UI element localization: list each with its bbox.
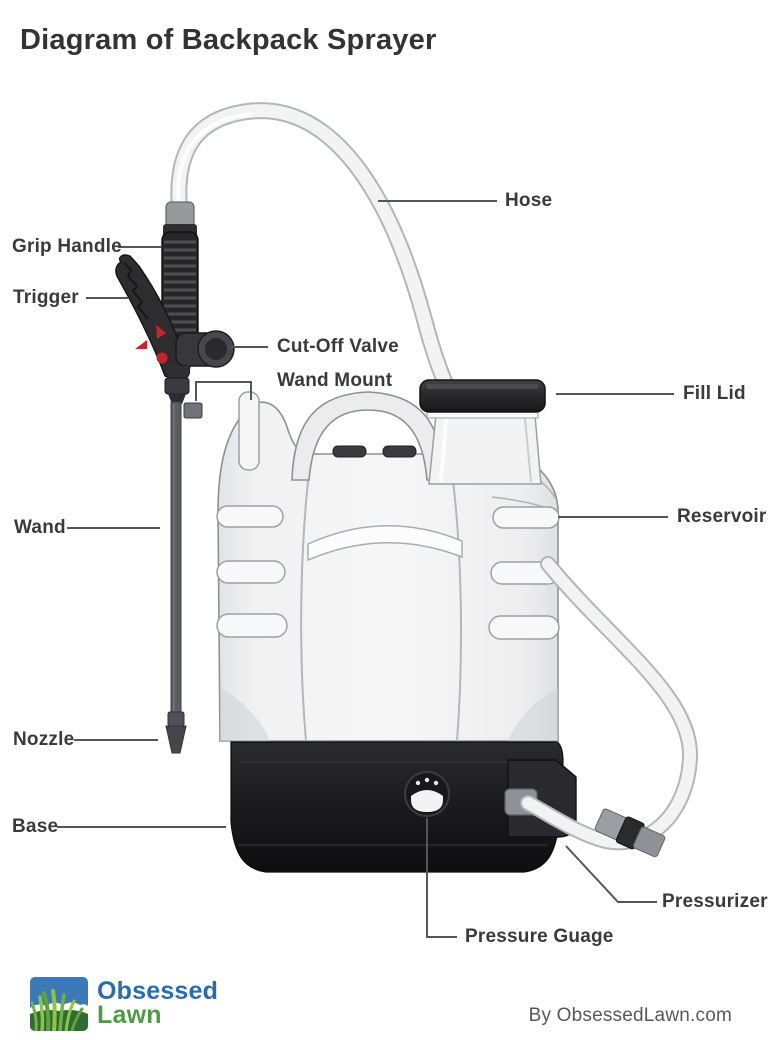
label-hose: Hose bbox=[505, 190, 553, 211]
fill-lid bbox=[419, 379, 546, 485]
logo-word-obsessed: Obsessed bbox=[97, 977, 219, 1005]
wand-coupler bbox=[165, 366, 191, 380]
leader-pressurizer bbox=[565, 845, 657, 903]
label-reservoir: Reservoir bbox=[677, 506, 767, 527]
vent-slot bbox=[382, 445, 417, 458]
trigger-arrow bbox=[135, 340, 147, 349]
label-grip-handle: Grip Handle bbox=[12, 236, 122, 257]
hose-coupling bbox=[594, 808, 666, 858]
label-pressure-gauge: Pressure Guage bbox=[465, 926, 614, 947]
grip-handle bbox=[161, 231, 199, 347]
logo: Obsessed Lawn bbox=[30, 977, 218, 1031]
label-wand-mount: Wand Mount bbox=[277, 370, 393, 391]
logo-wordmark: Obsessed Lawn bbox=[97, 977, 219, 1029]
label-fill-lid: Fill Lid bbox=[683, 383, 746, 404]
leader-wand-mount bbox=[195, 381, 252, 401]
vent-slot bbox=[332, 445, 367, 458]
leader-pressure-gauge bbox=[426, 818, 457, 938]
lawn-grass-icon bbox=[30, 977, 88, 1031]
pressure-gauge bbox=[404, 771, 450, 817]
wand-assembly bbox=[115, 201, 235, 754]
nozzle bbox=[165, 711, 187, 754]
wand-coupler-collar bbox=[164, 377, 190, 395]
hose bbox=[170, 102, 461, 407]
label-nozzle: Nozzle bbox=[13, 729, 75, 750]
label-cut-off-valve: Cut-Off Valve bbox=[277, 336, 399, 357]
cut-off-valve bbox=[175, 330, 235, 368]
trigger-arrow bbox=[156, 325, 166, 339]
trigger-dot bbox=[156, 352, 168, 364]
base bbox=[230, 741, 564, 873]
label-trigger: Trigger bbox=[13, 287, 79, 308]
wand-clip bbox=[183, 402, 203, 419]
logo-word-lawn: Lawn bbox=[97, 1001, 162, 1029]
byline: By ObsessedLawn.com bbox=[528, 1005, 732, 1026]
label-wand: Wand bbox=[14, 517, 66, 538]
label-base: Base bbox=[12, 816, 59, 837]
wand bbox=[170, 401, 182, 717]
label-pressurizer: Pressurizer bbox=[662, 891, 768, 912]
trigger bbox=[115, 254, 191, 382]
wand-mount-peg bbox=[238, 391, 260, 471]
page-title: Diagram of Backpack Sprayer bbox=[20, 24, 437, 56]
hose-lower bbox=[520, 556, 699, 858]
leader-lines bbox=[57, 200, 674, 938]
